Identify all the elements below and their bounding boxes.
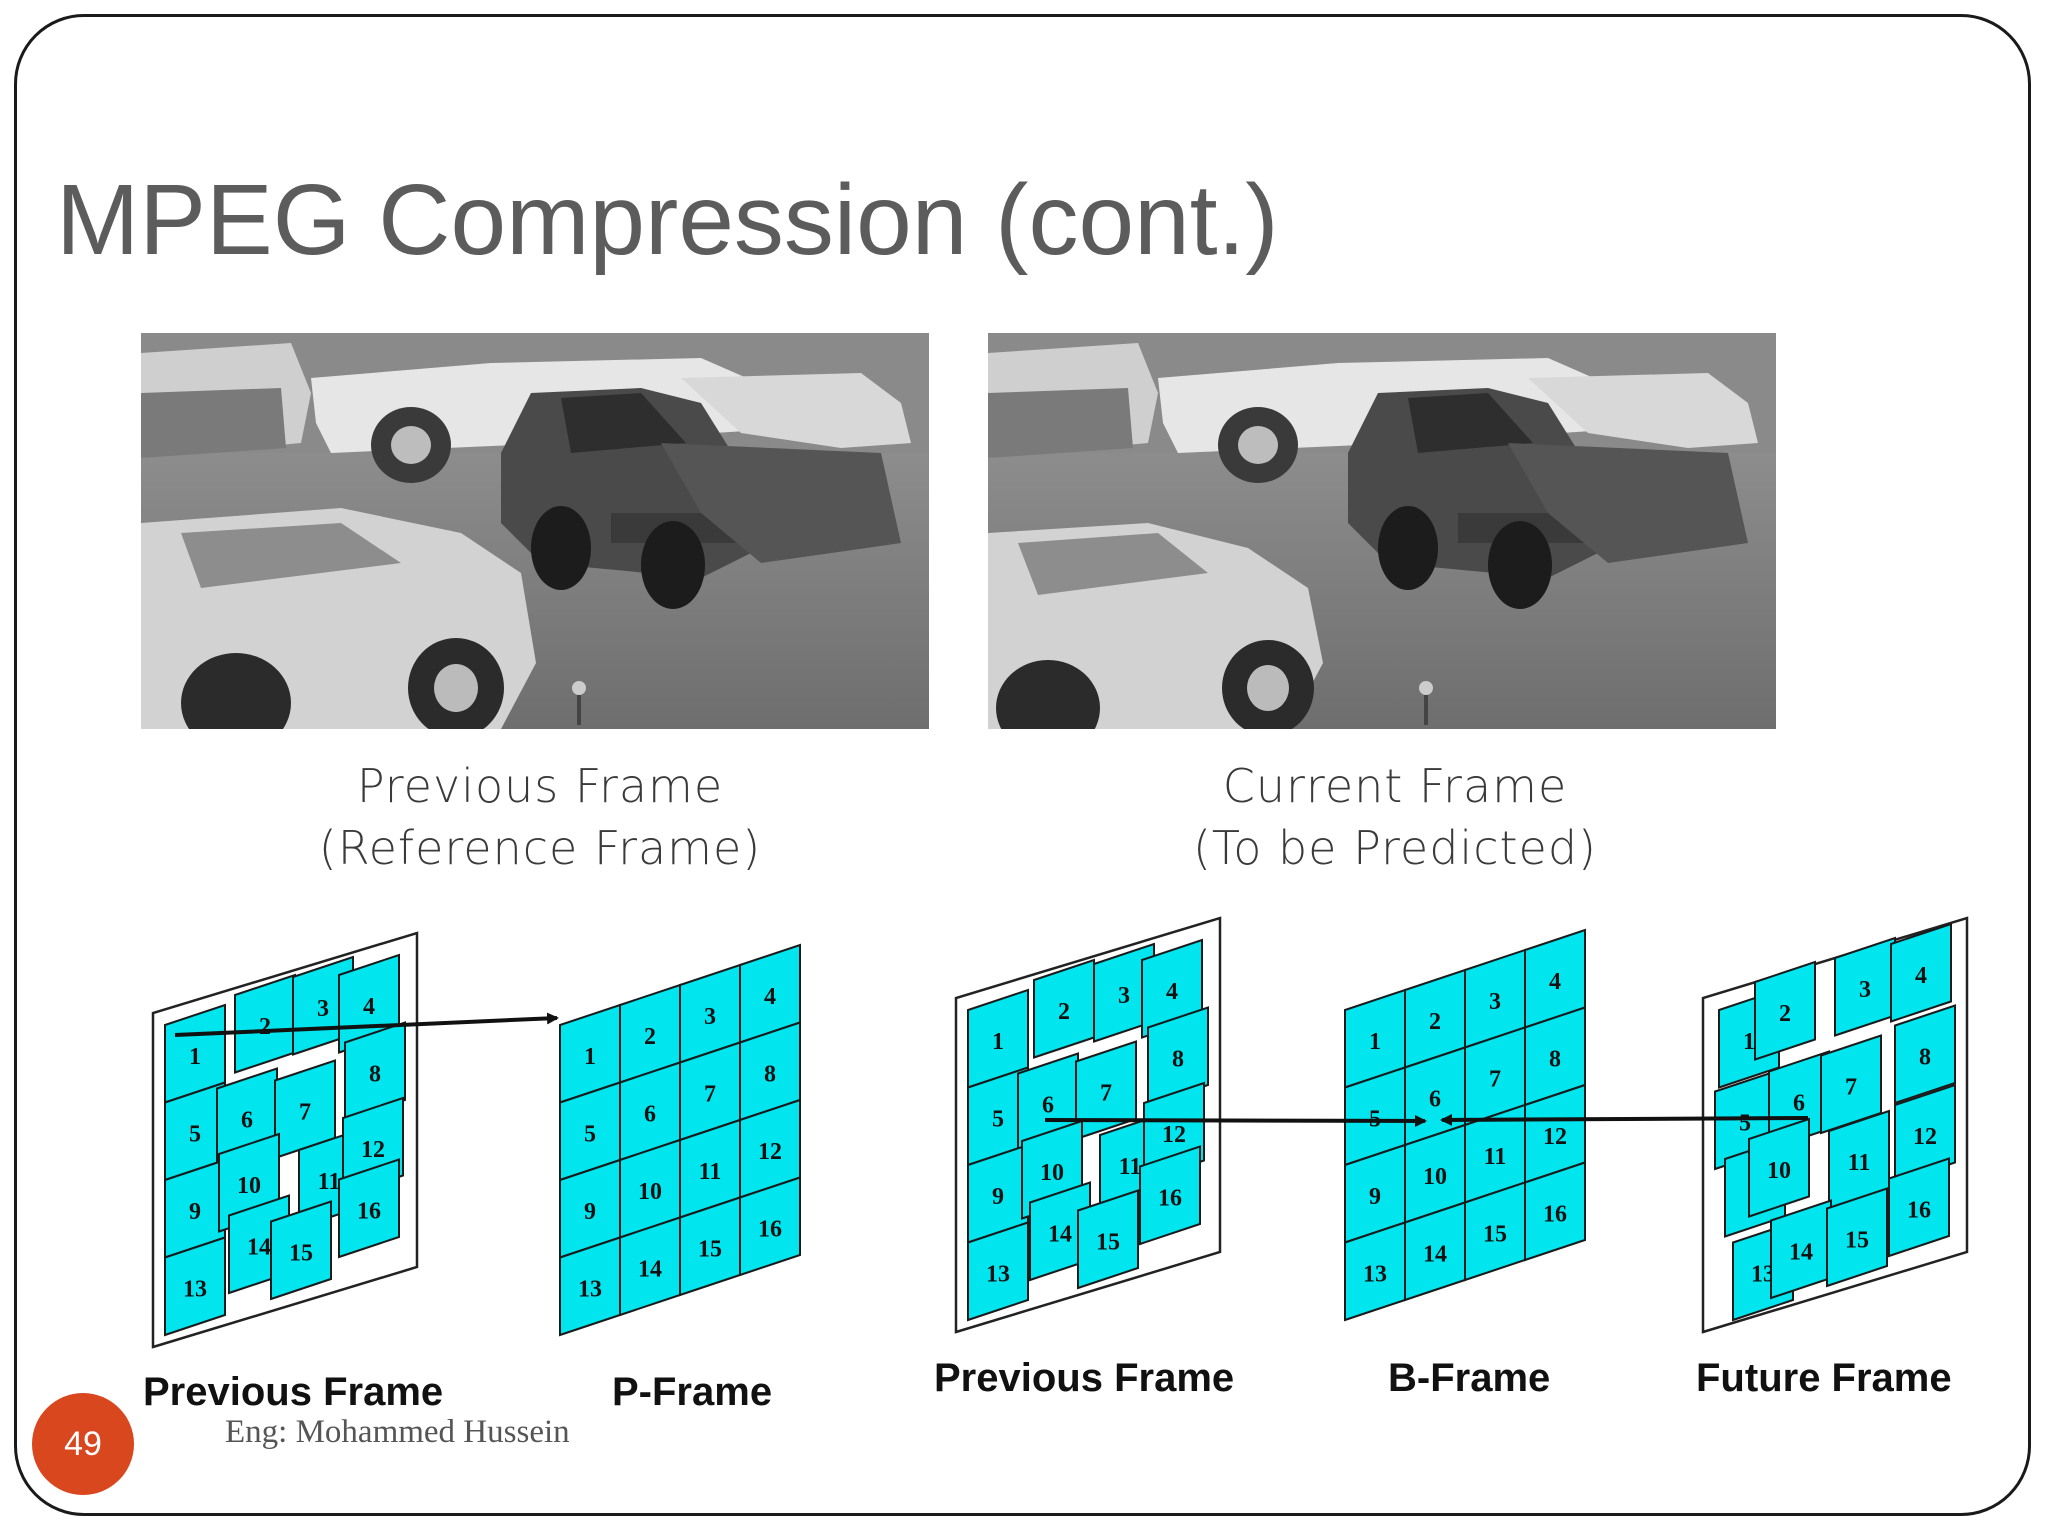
motion-arrow-b-forward bbox=[1045, 1120, 1425, 1121]
macroblock-number: 15 bbox=[1845, 1227, 1869, 1253]
macroblock-number: 5 bbox=[189, 1121, 201, 1147]
macroblock-number: 13 bbox=[183, 1276, 207, 1302]
macroblock-number: 1 bbox=[584, 1044, 596, 1070]
macroblock-number: 16 bbox=[1907, 1197, 1931, 1223]
macroblock-number: 6 bbox=[1042, 1092, 1054, 1118]
macroblock-number: 3 bbox=[704, 1004, 716, 1030]
macroblock-number: 10 bbox=[1767, 1158, 1791, 1184]
macroblock-number: 6 bbox=[1429, 1086, 1441, 1112]
label-previous-frame-right: Previous Frame bbox=[934, 1356, 1234, 1401]
macroblock-number: 15 bbox=[1096, 1229, 1120, 1255]
macroblock-number: 8 bbox=[1919, 1044, 1931, 1070]
macroblock-number: 13 bbox=[986, 1261, 1010, 1287]
macroblock-number: 16 bbox=[1543, 1201, 1567, 1227]
macroblock-number: 10 bbox=[237, 1173, 261, 1199]
macroblock-number: 6 bbox=[1793, 1090, 1805, 1116]
label-b-frame: B-Frame bbox=[1388, 1356, 1550, 1401]
macroblock-number: 15 bbox=[698, 1236, 722, 1262]
macroblock-number: 3 bbox=[1118, 983, 1130, 1009]
macroblock-number: 7 bbox=[1100, 1080, 1112, 1106]
macroblock-number: 14 bbox=[247, 1234, 271, 1260]
macroblock-number: 10 bbox=[1040, 1160, 1064, 1186]
macroblock-number: 9 bbox=[189, 1199, 201, 1225]
macroblock-number: 13 bbox=[1363, 1261, 1387, 1287]
macroblock-number: 12 bbox=[1543, 1124, 1567, 1150]
macroblock-number: 2 bbox=[1429, 1009, 1441, 1035]
macroblock-number: 13 bbox=[578, 1276, 602, 1302]
macroblock-number: 2 bbox=[644, 1024, 656, 1050]
macroblock-number: 4 bbox=[363, 994, 375, 1020]
macroblock-number: 4 bbox=[1549, 969, 1561, 995]
label-previous-frame-left: Previous Frame bbox=[143, 1370, 443, 1415]
macroblock-number: 4 bbox=[1166, 979, 1178, 1005]
macroblock-number: 7 bbox=[1845, 1074, 1857, 1100]
macroblock-number: 1 bbox=[992, 1029, 1004, 1055]
macroblock-number: 8 bbox=[764, 1061, 776, 1087]
macroblock-number: 3 bbox=[1859, 977, 1871, 1003]
label-future-frame: Future Frame bbox=[1696, 1356, 1952, 1401]
macroblock-number: 10 bbox=[638, 1179, 662, 1205]
macroblock-number: 7 bbox=[299, 1099, 311, 1125]
macroblock-number: 14 bbox=[638, 1256, 662, 1282]
b-frame-grid: 12345678910111213141516 bbox=[1345, 930, 1585, 1320]
macroblock-number: 8 bbox=[1549, 1046, 1561, 1072]
author-credit: Eng: Mohammed Hussein bbox=[225, 1414, 570, 1451]
macroblock-number: 16 bbox=[357, 1198, 381, 1224]
macroblock-number: 7 bbox=[1489, 1066, 1501, 1092]
macroblock-number: 14 bbox=[1423, 1241, 1447, 1267]
motion-arrow-b-backward bbox=[1442, 1118, 1808, 1120]
macroblock-number: 5 bbox=[584, 1121, 596, 1147]
macroblock-number: 3 bbox=[317, 996, 329, 1022]
future-frame-grid: 12345678910111213141516 bbox=[1703, 918, 1967, 1332]
macroblock-number: 11 bbox=[699, 1159, 722, 1185]
macroblock-number: 9 bbox=[1369, 1184, 1381, 1210]
macroblock-number: 12 bbox=[758, 1139, 782, 1165]
macroblock-number: 16 bbox=[1158, 1185, 1182, 1211]
macroblock-number: 4 bbox=[1915, 963, 1927, 989]
macroblock-number: 1 bbox=[189, 1044, 201, 1070]
macroblock-number: 8 bbox=[369, 1061, 381, 1087]
macroblock-number: 12 bbox=[1162, 1122, 1186, 1148]
macroblock-number: 6 bbox=[241, 1107, 253, 1133]
macroblock-number: 1 bbox=[1743, 1029, 1755, 1055]
macroblock-number: 6 bbox=[644, 1101, 656, 1127]
macroblock-number: 9 bbox=[992, 1184, 1004, 1210]
macroblock-number: 12 bbox=[1913, 1124, 1937, 1150]
macroblock-number: 8 bbox=[1172, 1046, 1184, 1072]
macroblock-number: 7 bbox=[704, 1081, 716, 1107]
macroblock-number: 2 bbox=[1779, 1001, 1791, 1027]
page-number-badge: 49 bbox=[32, 1393, 134, 1495]
macroblock-number: 5 bbox=[992, 1106, 1004, 1132]
macroblock-number: 15 bbox=[1483, 1221, 1507, 1247]
macroblock-number: 11 bbox=[318, 1169, 341, 1195]
macroblock-number: 14 bbox=[1789, 1239, 1813, 1265]
macroblock-number: 15 bbox=[289, 1240, 313, 1266]
macroblock-number: 4 bbox=[764, 984, 776, 1010]
macroblock-number: 1 bbox=[1369, 1029, 1381, 1055]
label-p-frame: P-Frame bbox=[612, 1370, 772, 1415]
macroblock-number: 14 bbox=[1048, 1221, 1072, 1247]
macroblock-number: 11 bbox=[1848, 1150, 1871, 1176]
macroblock-number: 2 bbox=[259, 1014, 271, 1040]
macroblock-number: 3 bbox=[1489, 989, 1501, 1015]
macroblock-number: 9 bbox=[584, 1199, 596, 1225]
macroblock-number: 10 bbox=[1423, 1164, 1447, 1190]
macroblock-number: 11 bbox=[1119, 1154, 1142, 1180]
macroblock-number: 12 bbox=[361, 1137, 385, 1163]
macroblock-number: 16 bbox=[758, 1216, 782, 1242]
macroblock-number: 5 bbox=[1739, 1110, 1751, 1136]
macroblock-number: 2 bbox=[1058, 999, 1070, 1025]
macroblock-number: 11 bbox=[1484, 1144, 1507, 1170]
